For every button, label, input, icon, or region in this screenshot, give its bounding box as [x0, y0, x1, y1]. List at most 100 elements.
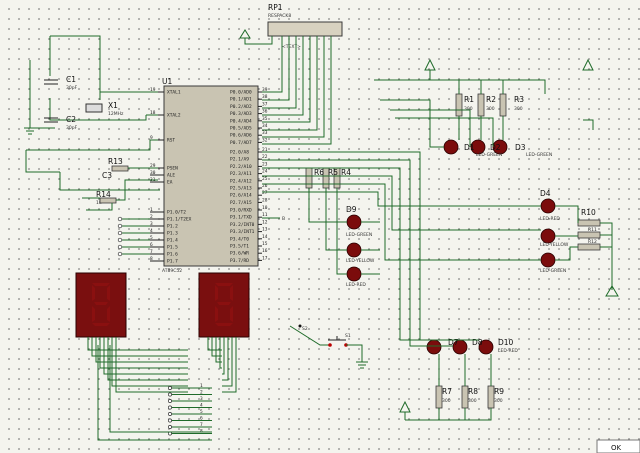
- u1-pin-name: P2.6/A14: [230, 193, 252, 199]
- led-d7: [426, 339, 442, 355]
- u1-pin-name: P1.0/T2: [167, 210, 186, 216]
- u1-pin-name: P2.7/A15: [230, 200, 252, 206]
- u1-pin-num: 9: [150, 135, 153, 141]
- r1-ref: R1: [464, 95, 474, 104]
- u1-pin-name: P0.2/AD2: [230, 104, 252, 110]
- r11-ref: R11: [588, 227, 597, 233]
- u1-pin-name: P0.3/AD3: [230, 111, 252, 117]
- seg-wire-left: [95, 337, 188, 363]
- u1-pin-name: P0.0/AD0: [230, 90, 252, 96]
- u1-pin-name: P1.5: [167, 245, 178, 251]
- led-d9: [346, 214, 362, 230]
- seg-wire-right: [222, 337, 229, 381]
- led-d11: [346, 242, 362, 258]
- d7-ref: D7: [448, 338, 459, 347]
- led-d5: [540, 228, 556, 244]
- rp1-value: RESPACK8: [268, 13, 291, 19]
- u1-pin-name: EA: [167, 180, 173, 186]
- right-led-group: D4 LED-RED LED-YELLOW LED-GREEN R10 R11 …: [540, 189, 619, 297]
- d9-value: LED-GREEN: [346, 232, 372, 238]
- u1-pin-name: P2.4/A12: [230, 178, 252, 184]
- d12-value: LED-RED: [346, 282, 366, 288]
- r14-ref: R14: [96, 190, 111, 199]
- p1-terminal: [117, 223, 123, 229]
- u1-pin-name: P1.6: [167, 252, 178, 258]
- u1-pin-name: P0.1/AD1: [230, 97, 252, 103]
- d2-ref: D2: [490, 143, 501, 152]
- r12-ref: R12: [588, 239, 597, 245]
- u1-pin-num: 16: [262, 248, 268, 254]
- p1-terminal: [117, 216, 123, 222]
- r3-ref: R3: [514, 95, 524, 104]
- p1-terminal: [117, 237, 123, 243]
- conn-pin-num: 5: [200, 409, 203, 415]
- u1-pin-num: 30: [150, 170, 156, 176]
- pushbutton[interactable]: S2 S1: [289, 324, 368, 369]
- conn-pin-num: 2: [200, 390, 203, 396]
- u1-pin-num: 8: [150, 256, 153, 262]
- u1-pin-num: 21: [262, 147, 268, 153]
- ok-tag[interactable]: OK: [596, 439, 640, 453]
- led-d10: [478, 339, 494, 355]
- seven-seg-right: [198, 272, 250, 338]
- u1-pin-name: P1.2: [167, 224, 178, 230]
- u1-pin-num: 35: [262, 116, 268, 122]
- u1-pin-name: P3.6/WR: [230, 251, 249, 257]
- seg-wire-left: [115, 337, 188, 393]
- u1-right-pins: 39P0.0/AD038P0.1/AD137P0.2/AD236P0.3/AD3…: [230, 87, 268, 264]
- d4-ref: D4: [540, 189, 551, 198]
- conn-pin-num: 7: [200, 422, 203, 428]
- conn-return: [97, 345, 212, 441]
- seg-wire-right: [207, 337, 222, 351]
- u1-pin-num: 1: [150, 207, 153, 213]
- u1-pin-name: P3.5/T1: [230, 244, 249, 250]
- conn-pin-num: 1: [200, 383, 203, 389]
- u1-pin-name: P0.7/AD7: [230, 140, 252, 146]
- u1-pin-name: P1.4: [167, 238, 178, 244]
- u1-pin-num: 18: [150, 110, 156, 116]
- u1-pin-num: 11: [262, 212, 268, 218]
- r4-ref: R4: [341, 168, 351, 177]
- button-num-right: S1: [345, 333, 351, 339]
- u1-pin-name: XTAL1: [167, 90, 181, 96]
- r10-ref: R10: [581, 208, 596, 217]
- p1-terminal: [117, 230, 123, 236]
- u1-pin-num: 3: [150, 221, 153, 227]
- u1-pin-num: 29: [150, 163, 156, 169]
- respack-rp1[interactable]: RP1 RESPACK8 <TEXT>: [239, 3, 343, 50]
- r13-ref: R13: [108, 157, 123, 166]
- u1-pin-name: P0.6/AD6: [230, 133, 252, 139]
- u1-pin-num: 24: [262, 169, 268, 175]
- d10-ref: D10: [498, 338, 514, 347]
- u1-pin-num: 17: [262, 255, 268, 261]
- seg-wire-right: [222, 337, 225, 375]
- r5-ref: R5: [328, 168, 338, 177]
- seg-wire-left: [107, 337, 188, 381]
- u1-pin-num: 12: [262, 219, 268, 225]
- u1-pin-num: 33: [262, 130, 268, 136]
- vcc-symbol-rp1: [239, 29, 251, 39]
- p1-terminal: [117, 251, 123, 257]
- r3-value: 300: [514, 106, 523, 112]
- top-green-label: LED-GREEN: [476, 152, 502, 158]
- u1-pin-name: P2.0/A8: [230, 150, 249, 156]
- u1-pin-num: 36: [262, 109, 268, 115]
- seg-wire-left: [103, 337, 188, 375]
- u1-pin-name: P3.1/TXD: [230, 215, 252, 221]
- c2-value: 30pF: [66, 125, 78, 131]
- u1-pin-num: 6: [150, 242, 153, 248]
- u1-pin-name: P2.3/A11: [230, 171, 252, 177]
- u1-pin-num: 13: [262, 227, 268, 233]
- u1-pin-num: 26: [262, 183, 268, 189]
- p1-terminal: [117, 244, 123, 250]
- led-d4: [540, 198, 556, 214]
- u1-pin-name: PSEN: [167, 166, 178, 172]
- u1-body: [163, 85, 259, 267]
- u1-pin-name: XTAL2: [167, 113, 181, 119]
- u1-pin-name: P3.7/RD: [230, 258, 249, 264]
- r14-body: [99, 197, 117, 204]
- d10-value: LED-RED: [498, 348, 518, 354]
- top-led-group: R1 R2 R3 300 300 300 D1 D2 D3 LED-GREEN …: [424, 58, 552, 158]
